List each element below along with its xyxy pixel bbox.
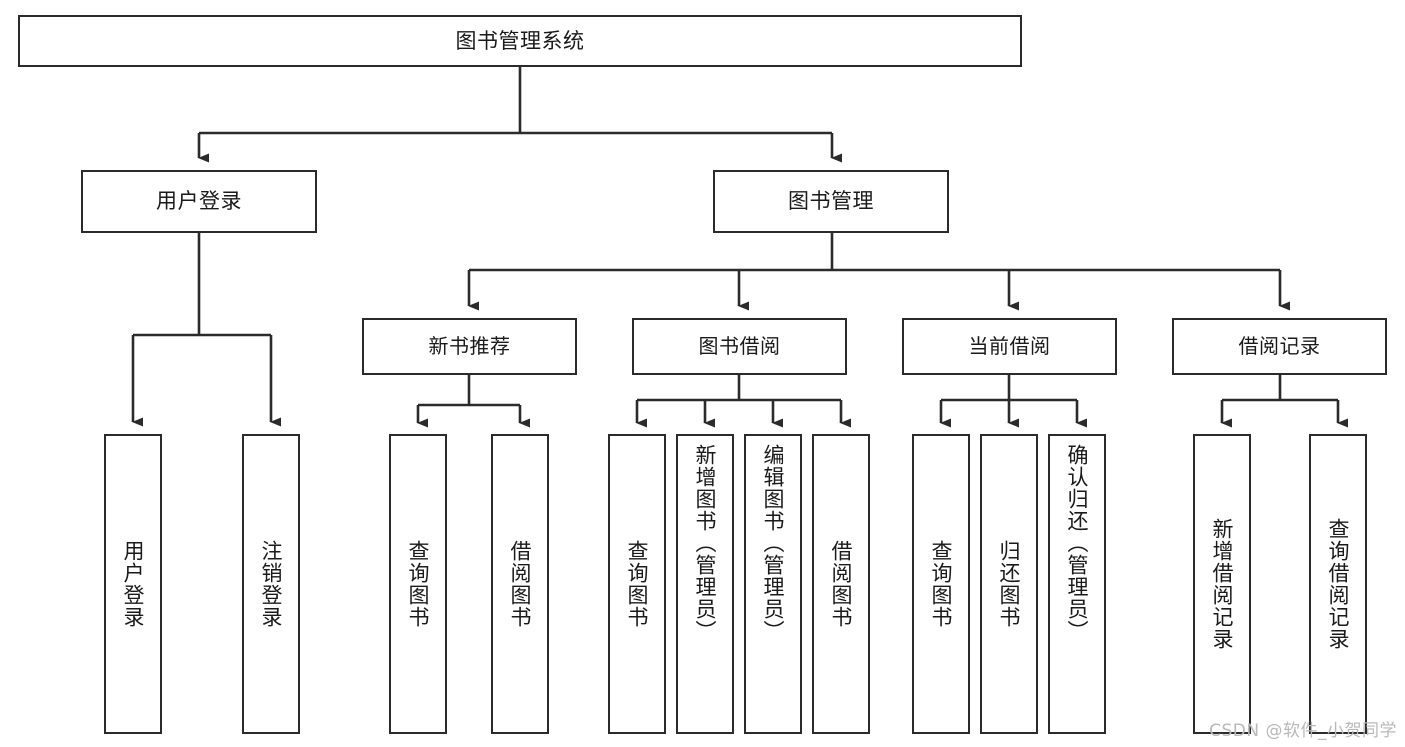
node-leaf-new-book-borrow[interactable]: 借阅图书 — [491, 434, 549, 734]
node-root-system[interactable]: 图书管理系统 — [18, 15, 1022, 67]
node-leaf-new-book-query[interactable]: 查询图书 — [389, 434, 447, 734]
node-leaf-new-book-query-label: 查询图书 — [406, 540, 431, 628]
node-leaf-borrow-record-add[interactable]: 新增借阅记录 — [1193, 434, 1251, 734]
node-current-borrow[interactable]: 当前借阅 — [902, 318, 1117, 375]
node-current-borrow-label: 当前借阅 — [968, 333, 1051, 358]
node-leaf-borrow-record-add-label: 新增借阅记录 — [1210, 518, 1235, 650]
node-leaf-new-book-borrow-label: 借阅图书 — [508, 540, 533, 628]
node-leaf-borrow-record-query[interactable]: 查询借阅记录 — [1309, 434, 1367, 734]
node-leaf-current-borrow-return[interactable]: 归还图书 — [980, 434, 1038, 734]
node-leaf-current-borrow-query[interactable]: 查询图书 — [912, 434, 970, 734]
node-user-login[interactable]: 用户登录 — [81, 170, 317, 233]
csdn-watermark: CSDN @软件_小贺同学 — [1209, 721, 1397, 741]
node-leaf-book-borrow-query[interactable]: 查询图书 — [608, 434, 666, 734]
node-leaf-book-borrow-borrow[interactable]: 借阅图书 — [812, 434, 870, 734]
node-new-book-recommend[interactable]: 新书推荐 — [362, 318, 577, 375]
node-leaf-book-borrow-borrow-label: 借阅图书 — [829, 540, 854, 628]
node-user-login-label: 用户登录 — [156, 189, 242, 214]
node-leaf-user-login-logout[interactable]: 注销登录 — [242, 434, 300, 734]
node-borrow-record-label: 借阅记录 — [1238, 333, 1321, 358]
node-leaf-book-borrow-edit-label: 编辑图书（管理员） — [761, 444, 786, 642]
node-book-management[interactable]: 图书管理 — [713, 170, 949, 233]
node-leaf-book-borrow-add[interactable]: 新增图书（管理员） — [676, 434, 734, 734]
node-borrow-record[interactable]: 借阅记录 — [1172, 318, 1387, 375]
node-leaf-current-borrow-confirm-label: 确认归还（管理员） — [1065, 444, 1090, 642]
node-leaf-book-borrow-edit[interactable]: 编辑图书（管理员） — [744, 434, 802, 734]
node-leaf-book-borrow-query-label: 查询图书 — [625, 540, 650, 628]
node-leaf-borrow-record-query-label: 查询借阅记录 — [1326, 518, 1351, 650]
node-book-borrow-label: 图书借阅 — [698, 333, 781, 358]
node-new-book-recommend-label: 新书推荐 — [428, 333, 511, 358]
node-leaf-user-login-logout-label: 注销登录 — [259, 540, 284, 628]
node-book-borrow[interactable]: 图书借阅 — [632, 318, 847, 375]
node-book-management-label: 图书管理 — [788, 189, 874, 214]
node-leaf-user-login-login[interactable]: 用户登录 — [104, 434, 162, 734]
node-leaf-current-borrow-confirm[interactable]: 确认归还（管理员） — [1048, 434, 1106, 734]
node-leaf-user-login-login-label: 用户登录 — [121, 540, 146, 628]
node-leaf-current-borrow-return-label: 归还图书 — [997, 540, 1022, 628]
node-root-system-label: 图书管理系统 — [455, 28, 585, 53]
node-leaf-book-borrow-add-label: 新增图书（管理员） — [693, 444, 718, 642]
node-leaf-current-borrow-query-label: 查询图书 — [929, 540, 954, 628]
